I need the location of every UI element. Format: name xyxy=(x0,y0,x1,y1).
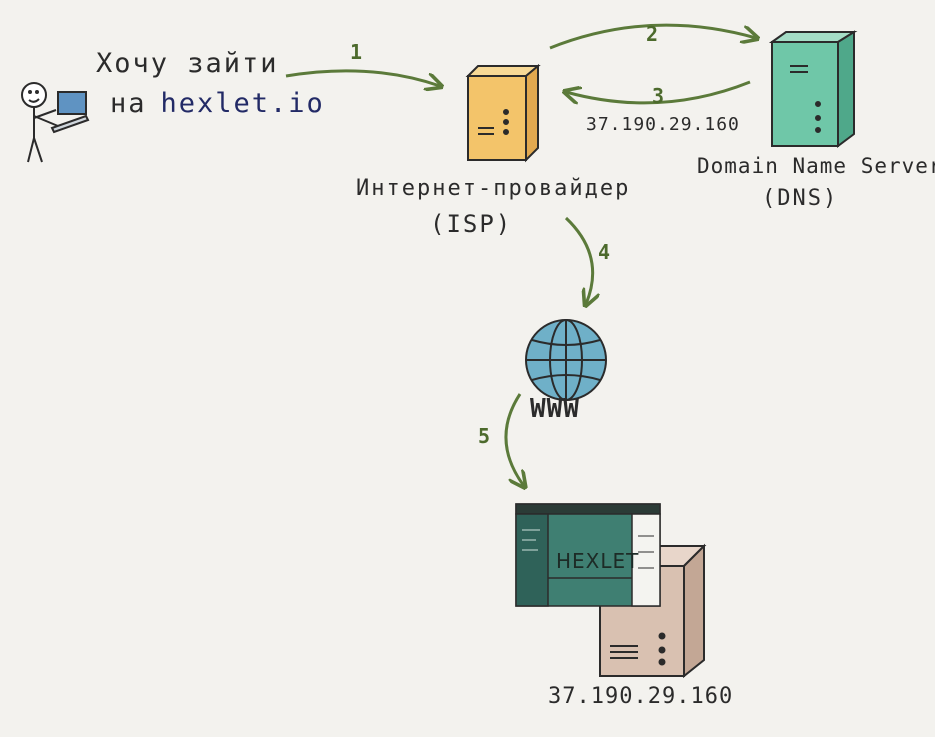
globe-icon xyxy=(525,319,607,401)
step-number-5: 5 xyxy=(478,424,491,448)
user-request-line2: на hexlet.io xyxy=(110,88,325,119)
step-number-2: 2 xyxy=(646,22,659,46)
isp-server-icon xyxy=(465,63,541,163)
site-name: hexlet.io xyxy=(160,88,325,119)
arrow-step-1 xyxy=(285,69,440,86)
isp-abbr-label: (ISP) xyxy=(430,210,513,238)
dns-ip-response: 37.190.29.160 xyxy=(586,114,740,135)
arrow-step-5 xyxy=(504,393,524,486)
arrow-step-3 xyxy=(566,80,751,103)
user-figure xyxy=(21,82,59,163)
isp-label: Интернет-провайдер xyxy=(356,176,631,201)
user-request-prefix: на xyxy=(110,88,147,119)
dns-label: Domain Name Server xyxy=(697,154,935,178)
user-request-line1: Хочу зайти xyxy=(96,48,279,79)
web-server-ip: 37.190.29.160 xyxy=(548,684,734,709)
step-number-4: 4 xyxy=(598,240,611,264)
website-logo: HEXLET xyxy=(556,549,640,573)
dns-abbr-label: (DNS) xyxy=(762,186,839,211)
step-number-1: 1 xyxy=(350,40,363,64)
step-number-3: 3 xyxy=(652,84,665,108)
www-label: WWW xyxy=(530,394,580,424)
dns-server-icon xyxy=(768,30,858,148)
laptop-icon xyxy=(50,91,90,134)
arrow-step-2 xyxy=(549,23,756,50)
website-screenshot xyxy=(515,503,661,607)
arrow-step-4 xyxy=(564,216,593,304)
